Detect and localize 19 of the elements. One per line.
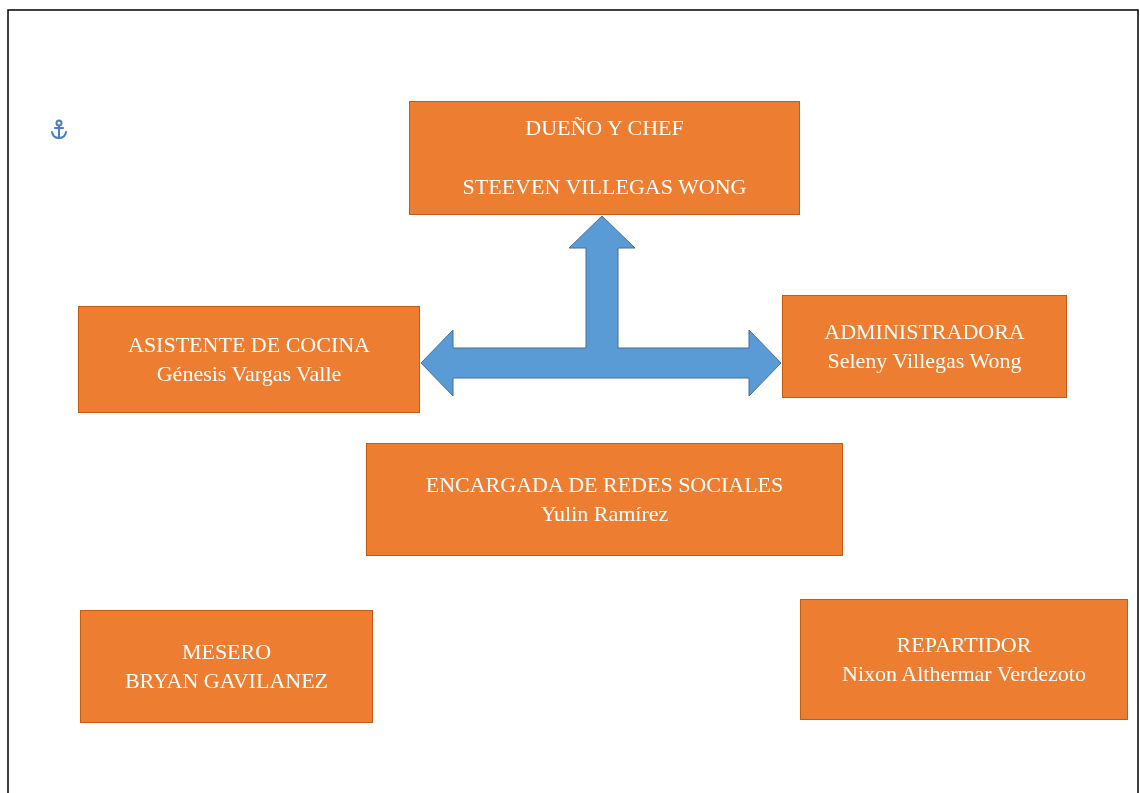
role-box (366, 443, 843, 556)
role-box (80, 610, 373, 723)
role-box (800, 599, 1128, 720)
role-title: DUEÑO Y CHEF (525, 114, 684, 142)
role-title: ASISTENTE DE COCINA (128, 330, 370, 359)
role-title: MESERO (181, 637, 272, 666)
person-name: STEEVEN VILLEGAS WONG (462, 173, 747, 202)
three-way-block-arrow (420, 215, 782, 397)
role-title: REPARTIDOR (896, 630, 1032, 659)
role-title: ENCARGADA DE REDES SOCIALES (425, 470, 784, 499)
person-name: Génesis Vargas Valle (156, 359, 342, 388)
role-box (782, 295, 1067, 398)
person-name: BRYAN GAVILANEZ (124, 666, 329, 695)
role-box (78, 306, 420, 413)
person-name: Seleny Villegas Wong (827, 346, 1022, 375)
role-box (409, 101, 800, 215)
person-name: Nixon Althermar Verdezoto (842, 659, 1086, 688)
person-name: Yulin Ramírez (540, 499, 669, 528)
role-title: ADMINISTRADORA (824, 317, 1025, 346)
